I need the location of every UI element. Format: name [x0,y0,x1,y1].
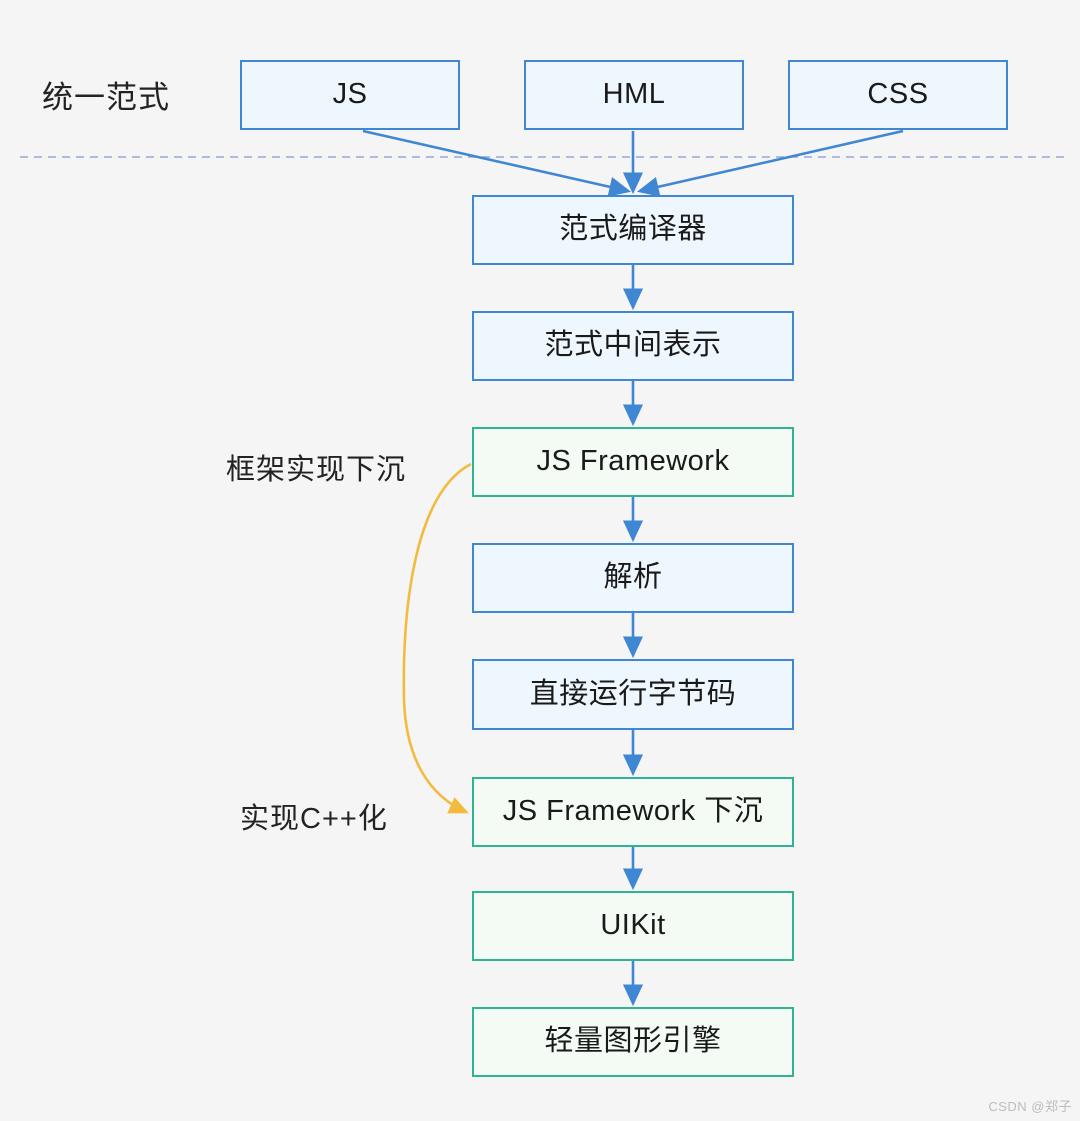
node-hml-label: HML [602,78,666,111]
node-fanshi-compiler[interactable]: 范式编译器 [472,195,794,265]
node-parse[interactable]: 解析 [472,543,794,613]
node-js-framework-sink[interactable]: JS Framework 下沉 [472,777,794,847]
node-light-graphics-engine[interactable]: 轻量图形引擎 [472,1007,794,1077]
edge-css-to-compiler [636,129,904,197]
watermark: CSDN @郑子 [988,1099,1072,1114]
node-uikit[interactable]: UIKit [472,891,794,961]
node-js-framework[interactable]: JS Framework [472,427,794,497]
node-parse-label: 解析 [603,561,663,594]
node-js-label: JS [332,78,368,111]
node-fanshi-compiler-label: 范式编译器 [559,213,707,246]
unified-paradigm-label: 统一范式 [42,80,170,115]
node-js[interactable]: JS [240,60,460,130]
node-uikit-label: UIKit [600,909,666,942]
node-fanshi-ir[interactable]: 范式中间表示 [472,311,794,381]
edge-orange-sink-curve [402,462,472,814]
node-fanshi-ir-label: 范式中间表示 [544,329,722,362]
node-run-bytecode[interactable]: 直接运行字节码 [472,659,794,730]
annotation-cpp-impl: 实现C++化 [240,803,388,835]
node-light-graphics-engine-label: 轻量图形引擎 [544,1025,722,1058]
annotation-framework-sink: 框架实现下沉 [226,454,407,486]
node-hml[interactable]: HML [524,60,744,130]
edge-js-to-compiler [362,129,632,197]
node-css[interactable]: CSS [788,60,1008,130]
node-js-framework-label: JS Framework [536,445,730,478]
node-run-bytecode-label: 直接运行字节码 [529,677,737,710]
node-js-framework-sink-label: JS Framework 下沉 [502,795,764,828]
node-css-label: CSS [867,78,929,111]
